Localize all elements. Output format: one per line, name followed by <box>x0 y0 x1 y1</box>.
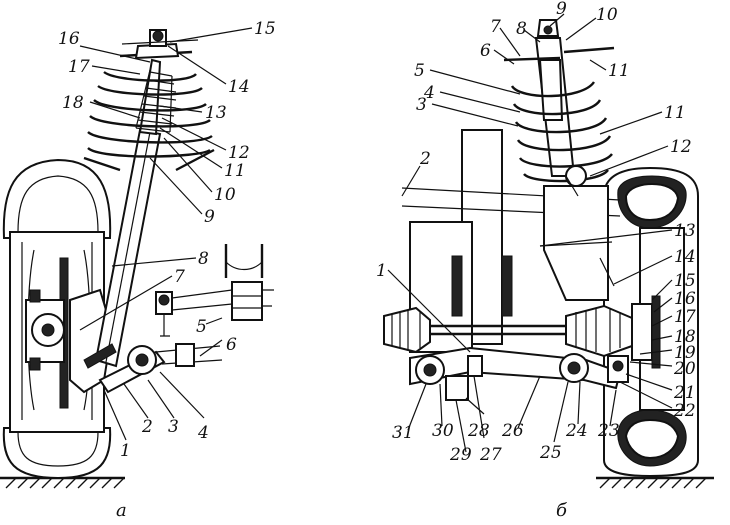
left-callout-16: 16 <box>58 29 80 49</box>
right-callout-23: 23 <box>597 421 620 441</box>
right-callout-11b: 11 <box>664 103 686 123</box>
left-leader-lines <box>79 27 253 441</box>
left-callout-12: 12 <box>228 143 250 163</box>
left-panel-caption: а <box>116 500 127 521</box>
right-callout-24: 24 <box>565 421 588 441</box>
left-callout-18: 18 <box>62 93 84 113</box>
right-callout-31: 31 <box>392 423 414 443</box>
right-callout-5: 5 <box>414 61 425 81</box>
left-callout-10: 10 <box>214 185 236 205</box>
right-callout-27: 27 <box>479 445 502 465</box>
left-callout-15: 15 <box>254 19 276 39</box>
right-leader-lines <box>387 13 673 453</box>
right-callout-9: 9 <box>556 0 567 19</box>
right-callout-21: 21 <box>673 383 696 403</box>
left-callout-7: 7 <box>174 267 185 287</box>
right-callout-30: 30 <box>432 421 454 441</box>
right-callout-17: 17 <box>674 307 696 327</box>
right-callout-26: 26 <box>501 421 524 441</box>
right-callout-3: 3 <box>416 95 427 115</box>
right-callout-10: 10 <box>596 5 618 25</box>
left-callout-8: 8 <box>198 249 209 269</box>
right-panel-caption: б <box>556 500 568 521</box>
right-callout-18: 18 <box>674 327 696 347</box>
right-callout-12: 12 <box>670 137 692 157</box>
right-callout-15: 15 <box>674 271 696 291</box>
right-callout-8: 8 <box>516 19 527 39</box>
left-callout-1: 1 <box>120 441 131 461</box>
right-callout-16: 16 <box>674 289 696 309</box>
right-callout-19: 19 <box>674 343 696 363</box>
right-callout-28: 28 <box>467 421 490 441</box>
right-callout-29: 29 <box>449 445 472 465</box>
right-callout-13: 13 <box>674 221 696 241</box>
right-callout-4: 4 <box>423 83 435 103</box>
right-callout-22: 22 <box>673 401 696 421</box>
right-callout-14: 14 <box>674 247 696 267</box>
right-callout-11a: 11 <box>608 61 630 81</box>
left-callout-6: 6 <box>226 335 237 355</box>
left-callout-17: 17 <box>68 57 90 77</box>
right-callout-7: 7 <box>490 17 501 37</box>
left-panel-drawing <box>0 29 274 489</box>
right-callout-25: 25 <box>539 443 562 463</box>
left-callout-9: 9 <box>204 207 215 227</box>
right-panel-drawing <box>383 19 714 489</box>
left-callout-13: 13 <box>205 103 227 123</box>
right-callout-20: 20 <box>673 359 696 379</box>
right-callout-1: 1 <box>376 261 387 281</box>
right-callouts: 9 10 7 8 6 11 5 4 3 11 12 2 13 14 1 15 1… <box>376 0 696 465</box>
left-callout-14: 14 <box>228 77 250 97</box>
left-callouts: 15 16 17 14 18 13 12 11 10 9 8 7 5 6 4 3… <box>58 19 276 461</box>
right-callout-6: 6 <box>480 41 491 61</box>
left-callout-2: 2 <box>141 417 153 437</box>
left-callout-3: 3 <box>168 417 179 437</box>
left-callout-5: 5 <box>196 317 207 337</box>
left-callout-4: 4 <box>197 423 209 443</box>
right-callout-2: 2 <box>419 149 431 169</box>
left-callout-11: 11 <box>224 161 246 181</box>
